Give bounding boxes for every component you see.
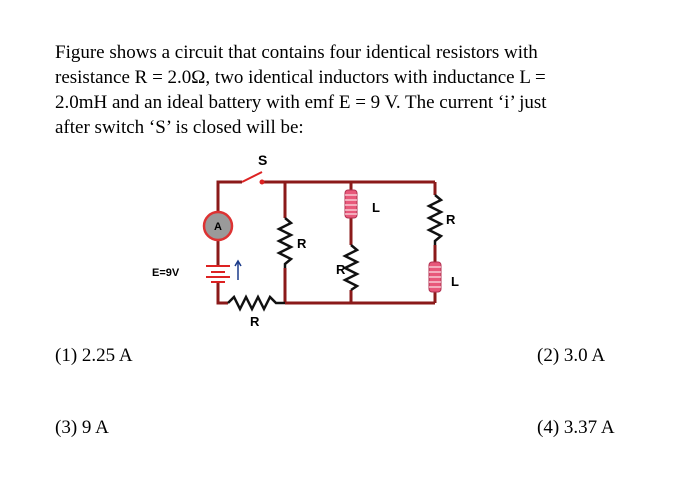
inductor-label-branch2: L xyxy=(372,200,380,215)
switch-label: S xyxy=(258,152,267,168)
question-line: resistance R = 2.0Ω, two identical induc… xyxy=(55,67,546,88)
option-3: (3) 9 A xyxy=(55,417,109,438)
battery-to-resistor-wire xyxy=(216,282,228,305)
option-2: (2) 3.0 A xyxy=(537,345,606,366)
resistor-label-branch2: R xyxy=(336,262,346,277)
switch xyxy=(241,171,265,185)
ammeter xyxy=(202,210,234,242)
option-1: (1) 2.25 A xyxy=(55,345,133,366)
inductor-label-branch3: L xyxy=(451,274,459,289)
resistor-label-branch3: R xyxy=(446,212,456,227)
battery-label: E=9V xyxy=(152,267,180,279)
resistor-branch1 xyxy=(276,217,294,268)
resistor-label-branch1: R xyxy=(297,236,307,251)
resistor-branch2 xyxy=(342,244,360,292)
question-text: Figure shows a circuit that contains fou… xyxy=(55,40,625,140)
circuit-wires xyxy=(216,180,437,305)
option-4: (4) 3.37 A xyxy=(537,417,615,438)
inductor-branch3 xyxy=(428,261,442,293)
resistor-label-bottom: R xyxy=(250,314,260,329)
inductor-branch2 xyxy=(344,189,358,219)
ammeter-label: A xyxy=(214,221,222,233)
left-top-wire xyxy=(216,180,242,212)
resistor-bottom xyxy=(227,294,285,312)
question-line: Figure shows a circuit that contains fou… xyxy=(55,42,538,63)
question-line: after switch ‘S’ is closed will be: xyxy=(55,117,304,138)
question-line: 2.0mH and an ideal battery with emf E = … xyxy=(55,92,547,113)
battery xyxy=(206,259,242,283)
resistor-branch3 xyxy=(426,194,444,245)
